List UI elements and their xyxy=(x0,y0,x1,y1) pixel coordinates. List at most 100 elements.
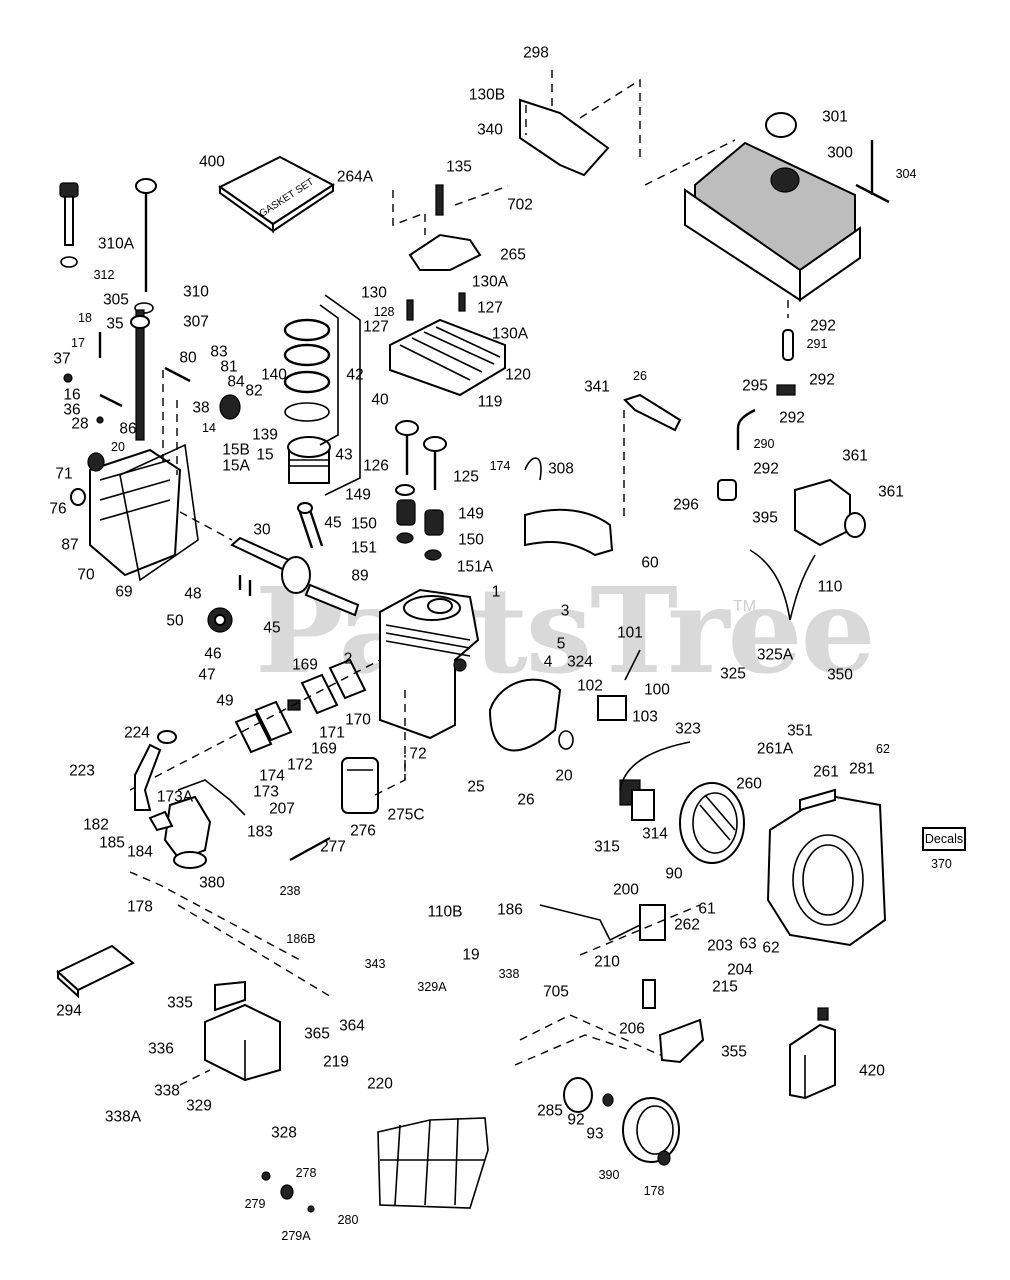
part-callout-86[interactable]: 86 xyxy=(119,420,137,438)
part-callout-135[interactable]: 135 xyxy=(446,158,472,176)
part-callout-125[interactable]: 125 xyxy=(453,468,479,486)
part-callout-276[interactable]: 276 xyxy=(350,822,376,840)
part-callout-206[interactable]: 206 xyxy=(619,1020,645,1038)
part-callout-119[interactable]: 119 xyxy=(477,393,503,411)
part-callout-325a[interactable]: 325A xyxy=(756,646,794,664)
part-callout-210[interactable]: 210 xyxy=(594,953,620,971)
part-callout-151[interactable]: 151 xyxy=(351,539,377,557)
part-callout-61[interactable]: 61 xyxy=(698,900,716,918)
part-callout-18[interactable]: 18 xyxy=(78,310,92,325)
part-callout-296[interactable]: 296 xyxy=(673,496,699,514)
part-callout-93[interactable]: 93 xyxy=(586,1125,604,1143)
part-callout-220[interactable]: 220 xyxy=(367,1075,393,1093)
part-callout-262[interactable]: 262 xyxy=(674,916,700,934)
part-callout-264a[interactable]: 264A xyxy=(336,168,374,186)
part-callout-48[interactable]: 48 xyxy=(184,585,202,603)
part-callout-215[interactable]: 215 xyxy=(712,978,738,996)
part-callout-305[interactable]: 305 xyxy=(103,291,129,309)
part-callout-90[interactable]: 90 xyxy=(665,865,683,883)
part-callout-83[interactable]: 83 xyxy=(210,343,228,361)
part-callout-30[interactable]: 30 xyxy=(253,521,271,539)
part-callout-340[interactable]: 340 xyxy=(477,121,503,139)
part-callout-5[interactable]: 5 xyxy=(556,635,566,653)
part-callout-207[interactable]: 207 xyxy=(269,800,295,818)
part-callout-25[interactable]: 25 xyxy=(467,778,485,796)
part-callout-102[interactable]: 102 xyxy=(577,677,603,695)
part-callout-110b[interactable]: 110B xyxy=(427,903,463,921)
part-callout-28[interactable]: 28 xyxy=(71,415,89,433)
part-callout-183[interactable]: 183 xyxy=(247,823,273,841)
part-callout-290[interactable]: 290 xyxy=(753,436,775,451)
part-callout-169[interactable]: 169 xyxy=(311,740,337,758)
part-callout-101[interactable]: 101 xyxy=(617,624,643,642)
part-callout-71[interactable]: 71 xyxy=(55,465,73,483)
part-callout-310a[interactable]: 310A xyxy=(97,235,135,253)
part-callout-84[interactable]: 84 xyxy=(227,373,245,391)
part-callout-279[interactable]: 279 xyxy=(244,1196,266,1211)
part-callout-81[interactable]: 81 xyxy=(220,358,238,376)
part-callout-50[interactable]: 50 xyxy=(166,612,184,630)
part-callout-219[interactable]: 219 xyxy=(323,1053,349,1071)
part-callout-292[interactable]: 292 xyxy=(753,460,779,478)
part-callout-350[interactable]: 350 xyxy=(827,666,853,684)
part-callout-182[interactable]: 182 xyxy=(83,816,109,834)
part-callout-47[interactable]: 47 xyxy=(198,666,216,684)
part-callout-278[interactable]: 278 xyxy=(295,1165,317,1180)
part-callout-37[interactable]: 37 xyxy=(53,350,71,368)
part-callout-186b[interactable]: 186B xyxy=(286,931,316,946)
part-callout-310[interactable]: 310 xyxy=(183,283,209,301)
part-callout-16[interactable]: 16 xyxy=(63,386,81,404)
part-callout-15b[interactable]: 15B xyxy=(222,441,250,459)
part-callout-130a[interactable]: 130A xyxy=(491,325,529,343)
part-callout-186[interactable]: 186 xyxy=(497,901,523,919)
part-callout-3[interactable]: 3 xyxy=(560,602,570,620)
part-callout-338[interactable]: 338 xyxy=(498,966,520,981)
part-callout-149[interactable]: 149 xyxy=(458,505,484,523)
part-callout-70[interactable]: 70 xyxy=(77,566,95,584)
part-callout-171[interactable]: 171 xyxy=(319,724,345,742)
part-callout-295[interactable]: 295 xyxy=(742,377,768,395)
part-callout-174[interactable]: 174 xyxy=(489,458,511,473)
part-callout-279a[interactable]: 279A xyxy=(281,1228,311,1243)
part-callout-173a[interactable]: 173A xyxy=(156,788,194,806)
part-callout-361[interactable]: 361 xyxy=(842,447,868,465)
part-callout-173[interactable]: 173 xyxy=(253,783,279,801)
part-callout-63[interactable]: 63 xyxy=(739,935,757,953)
part-callout-169[interactable]: 169 xyxy=(292,656,318,674)
part-callout-338a[interactable]: 338A xyxy=(104,1108,142,1126)
part-callout-325[interactable]: 325 xyxy=(720,665,746,683)
part-callout-178[interactable]: 178 xyxy=(127,898,153,916)
part-callout-62[interactable]: 62 xyxy=(876,741,890,756)
decals-box[interactable]: Decals xyxy=(922,827,966,851)
part-callout-139[interactable]: 139 xyxy=(252,426,278,444)
part-callout-43[interactable]: 43 xyxy=(335,446,353,464)
part-callout-172[interactable]: 172 xyxy=(287,756,313,774)
part-callout-130[interactable]: 130 xyxy=(361,284,387,302)
part-callout-82[interactable]: 82 xyxy=(245,382,263,400)
part-callout-14[interactable]: 14 xyxy=(202,420,216,435)
part-callout-103[interactable]: 103 xyxy=(632,708,658,726)
part-callout-364[interactable]: 364 xyxy=(339,1017,365,1035)
part-callout-203[interactable]: 203 xyxy=(707,937,733,955)
part-callout-100[interactable]: 100 xyxy=(644,681,670,699)
part-callout-323[interactable]: 323 xyxy=(675,720,701,738)
part-callout-174[interactable]: 174 xyxy=(259,767,285,785)
part-callout-312[interactable]: 312 xyxy=(93,267,115,282)
part-callout-238[interactable]: 238 xyxy=(279,883,301,898)
part-callout-151a[interactable]: 151A xyxy=(456,558,494,576)
part-callout-400[interactable]: 400 xyxy=(199,153,225,171)
part-callout-89[interactable]: 89 xyxy=(351,567,369,585)
part-callout-261a[interactable]: 261A xyxy=(756,740,794,758)
part-callout-178[interactable]: 178 xyxy=(643,1183,665,1198)
part-callout-292[interactable]: 292 xyxy=(779,409,805,427)
part-callout-80[interactable]: 80 xyxy=(179,349,197,367)
part-callout-280[interactable]: 280 xyxy=(337,1212,359,1227)
part-callout-361[interactable]: 361 xyxy=(878,483,904,501)
part-callout-260[interactable]: 260 xyxy=(736,775,762,793)
part-callout-20[interactable]: 20 xyxy=(555,767,573,785)
part-callout-2[interactable]: 2 xyxy=(343,650,353,668)
part-callout-702[interactable]: 702 xyxy=(507,196,533,214)
part-callout-149[interactable]: 149 xyxy=(345,486,371,504)
part-callout-40[interactable]: 40 xyxy=(371,391,389,409)
part-callout-298[interactable]: 298 xyxy=(523,44,549,62)
